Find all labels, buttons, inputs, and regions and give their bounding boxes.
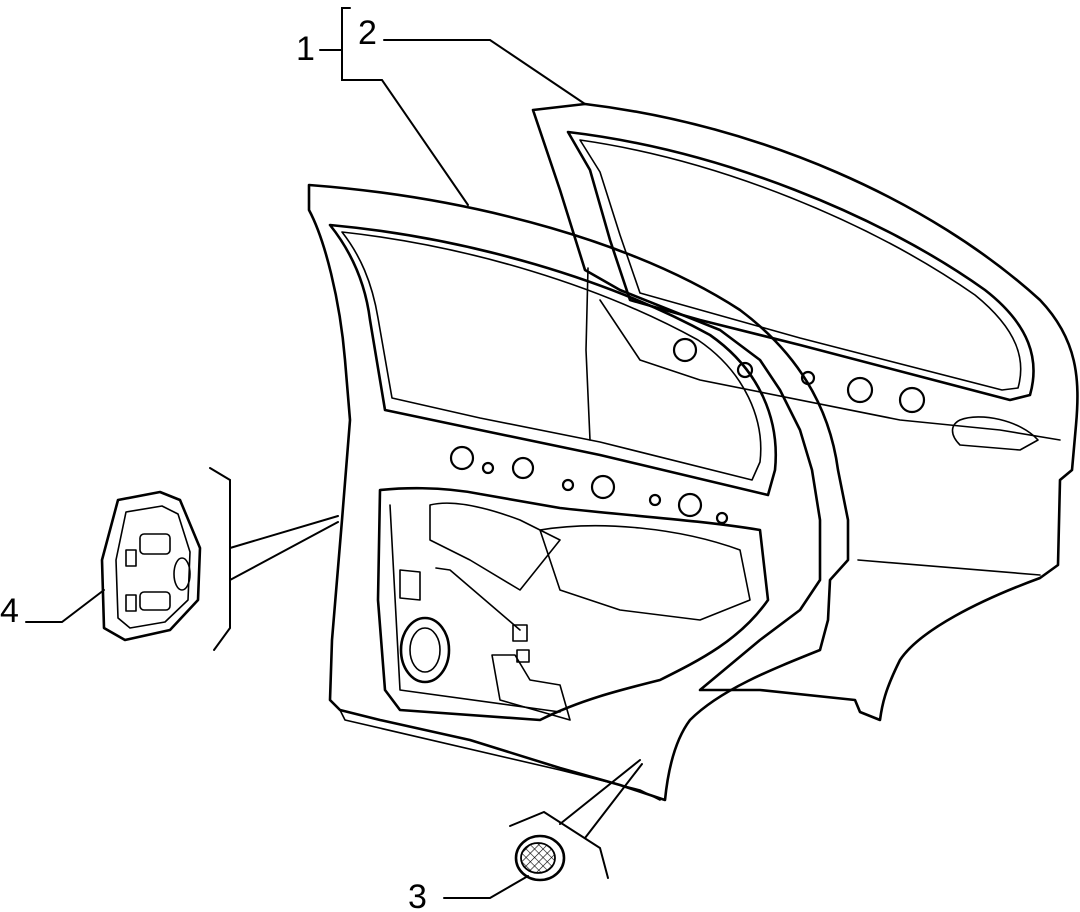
callout-3: 3 bbox=[408, 878, 427, 912]
front-door-shell bbox=[307, 183, 850, 802]
callout-2: 2 bbox=[358, 14, 377, 52]
callout-1: 1 bbox=[296, 30, 315, 68]
plug-part bbox=[514, 834, 566, 882]
leader-lines bbox=[25, 7, 643, 899]
callout-4: 4 bbox=[0, 592, 19, 630]
fastener-part bbox=[100, 490, 202, 642]
rear-door-shell bbox=[531, 102, 1079, 722]
